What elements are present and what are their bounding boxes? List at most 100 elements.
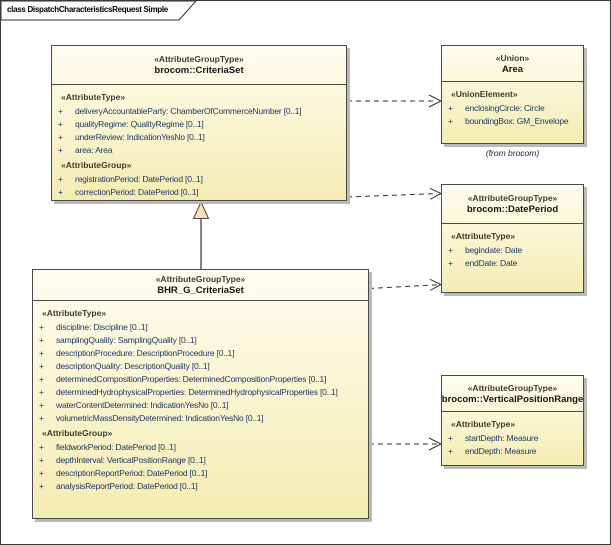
attribute-text: volumetricMassDensityDetermined: Indicat… <box>56 413 264 423</box>
visibility-marker: + <box>58 132 63 142</box>
visibility-marker: + <box>448 245 453 255</box>
attribute-row: + waterContentDetermined: IndicationYesNo… <box>33 399 368 412</box>
class-members: «AttributeType» + discipline: Discipline [… <box>33 301 368 493</box>
class-stereotype: «AttributeGroupType» <box>154 54 244 64</box>
visibility-marker: + <box>448 258 453 268</box>
visibility-marker: + <box>39 387 44 397</box>
class-stereotype: «AttributeGroupType» <box>155 274 246 284</box>
member-stereotype: «UnionElement» <box>451 89 518 99</box>
attribute-row: +underReview: IndicationYesNo [0..1] <box>52 131 346 144</box>
open-arrowhead-icon <box>428 94 443 108</box>
member-stereotype: «AttributeType» <box>451 231 516 241</box>
attribute-text: correctionPeriod: DatePeriod [0..1] <box>75 187 199 197</box>
attribute-text: determinedHydrophysicalProperties: Deter… <box>56 387 338 397</box>
visibility-marker: + <box>448 446 453 456</box>
class-stereotype: «AttributeGroupType» <box>467 193 558 203</box>
attribute-text: descriptionProcedure: DescriptionProcedu… <box>56 348 235 358</box>
class-stereotype: «AttributeGroupType» <box>467 382 558 393</box>
attribute-row: + registrationPeriod: DatePeriod [0..1] <box>52 173 346 186</box>
attribute-row: +area: Area <box>52 144 346 157</box>
class-name: Area <box>501 63 524 75</box>
attribute-text: descriptionReportPeriod: DatePeriod [0..… <box>56 468 208 478</box>
attribute-row: + boundingBox: GM_Envelope <box>442 115 583 128</box>
generalization-arrow-bhr-to-criteriaset <box>192 200 210 269</box>
attribute-row: +qualityRegime: QualityRegime [0..1] <box>52 118 346 131</box>
class-name: BHR_G_CriteriaSet <box>157 285 244 296</box>
visibility-marker: + <box>39 455 44 465</box>
member-stereotype: «AttributeType» <box>451 419 516 429</box>
attribute-text: determinedCompositionProperties: Determi… <box>56 374 327 384</box>
dependency-arrow-criteriaset-to-dateperiod <box>346 187 443 200</box>
member-stereotype: «AttributeGroup» <box>61 160 132 170</box>
open-arrowhead-icon <box>429 278 443 291</box>
attribute-row: +descriptionQuality: DescriptionQuality … <box>33 360 368 373</box>
attribute-row: + begindate: Date <box>442 244 583 257</box>
attribute-text: enclosingCircle: Circle <box>465 103 545 113</box>
diagram-title: class DispatchCharacteristicsRequest Sim… <box>7 5 168 14</box>
attribute-row: + volumetricMassDensityDetermined: Indica… <box>33 412 368 425</box>
visibility-marker: + <box>58 174 63 184</box>
class-box-bhr-g-criteriaset: «AttributeGroupType» BHR_G_CriteriaSet «… <box>32 269 369 519</box>
attribute-text: waterContentDetermined: IndicationYesNo … <box>56 400 229 410</box>
member-stereotype: «AttributeType» <box>42 308 107 318</box>
attribute-text: depthInterval: VerticalPositionRange [0.… <box>56 455 206 465</box>
attribute-text: qualityRegime: QualityRegime [0..1] <box>75 119 204 129</box>
visibility-marker: + <box>448 116 453 126</box>
attribute-row: + endDate: Date <box>442 257 583 270</box>
attribute-row: + endDepth: Measure <box>442 445 583 458</box>
attribute-row: + discipline: Discipline [0..1] <box>33 321 368 334</box>
class-header: «AttributeGroupType» brocom::DatePeriod <box>442 185 583 224</box>
visibility-marker: + <box>39 348 44 358</box>
attribute-row: +startDepth: Measure <box>442 432 583 445</box>
attribute-row: + determinedCompositionProperties: Determ… <box>33 373 368 386</box>
attribute-text: registrationPeriod: DatePeriod [0..1] <box>75 174 203 184</box>
open-arrowhead-icon <box>429 187 443 200</box>
attribute-text: endDepth: Measure <box>465 446 537 456</box>
dependency-arrow-criteriaset-to-area <box>347 94 443 108</box>
visibility-marker: + <box>39 361 44 371</box>
dependency-arrow-bhr-to-verticalpositionrange <box>369 437 443 451</box>
class-name: brocom::VerticalPositionRange <box>441 393 584 405</box>
visibility-marker: + <box>39 335 44 345</box>
attribute-row: +fieldworkPeriod: DatePeriod [0..1] <box>33 441 368 454</box>
attribute-text: analysisReportPeriod: DatePeriod [0..1] <box>56 481 198 491</box>
class-header: «AttributeGroupType» brocom::VerticalPos… <box>442 376 583 412</box>
visibility-marker: + <box>39 400 44 410</box>
visibility-marker: + <box>39 481 44 491</box>
class-box-brocom-criteriaset: «AttributeGroupType» brocom::CriteriaSet… <box>51 45 347 201</box>
visibility-marker: + <box>39 374 44 384</box>
attribute-text: discipline: Discipline [0..1] <box>56 322 148 332</box>
class-stereotype: «Union» <box>495 52 530 63</box>
class-box-brocom-dateperiod: «AttributeGroupType» brocom::DatePeriod … <box>441 184 584 293</box>
class-box-brocom-verticalpositionrange: «AttributeGroupType» brocom::VerticalPos… <box>441 375 584 466</box>
visibility-marker: + <box>58 106 63 116</box>
attribute-row: + analysisReportPeriod: DatePeriod [0..1] <box>33 480 368 493</box>
class-members: «AttributeType»+deliveryAccountableParty… <box>52 85 346 199</box>
class-header: «AttributeGroupType» brocom::CriteriaSet <box>52 46 346 85</box>
attribute-row: + descriptionProcedure: DescriptionProced… <box>33 347 368 360</box>
class-members: «AttributeType» + begindate: Date + endDate:… <box>442 224 583 270</box>
attribute-text: deliveryAccountableParty: ChamberOfComme… <box>75 106 302 116</box>
attribute-row: + correctionPeriod: DatePeriod [0..1] <box>52 186 346 199</box>
class-header: «Union» Area <box>442 46 583 82</box>
class-members: «AttributeType» +startDepth: Measure+ endD… <box>442 412 583 458</box>
class-name: brocom::CriteriaSet <box>154 65 244 76</box>
visibility-marker: + <box>39 322 44 332</box>
visibility-marker: + <box>58 187 63 197</box>
visibility-marker: + <box>39 413 44 423</box>
attribute-text: endDate: Date <box>465 258 518 268</box>
hollow-triangle-arrowhead-icon <box>192 200 210 219</box>
from-brocom-note: (from brocom) <box>485 148 540 158</box>
attribute-row: + samplingQuality: SamplingQuality [0..1] <box>33 334 368 347</box>
attribute-row: +enclosingCircle: Circle <box>442 102 583 115</box>
attribute-text: samplingQuality: SamplingQuality [0..1] <box>56 335 197 345</box>
attribute-text: area: Area <box>75 145 113 155</box>
attribute-row: + determinedHydrophysicalProperties: Dete… <box>33 386 368 399</box>
attribute-text: fieldworkPeriod: DatePeriod [0..1] <box>56 442 176 452</box>
attribute-row: + depthInterval: VerticalPositionRange [0… <box>33 454 368 467</box>
attribute-text: startDepth: Measure <box>465 433 539 443</box>
attribute-row: +descriptionReportPeriod: DatePeriod [0.… <box>33 467 368 480</box>
attribute-text: boundingBox: GM_Envelope <box>465 116 569 126</box>
attribute-text: begindate: Date <box>465 245 523 255</box>
